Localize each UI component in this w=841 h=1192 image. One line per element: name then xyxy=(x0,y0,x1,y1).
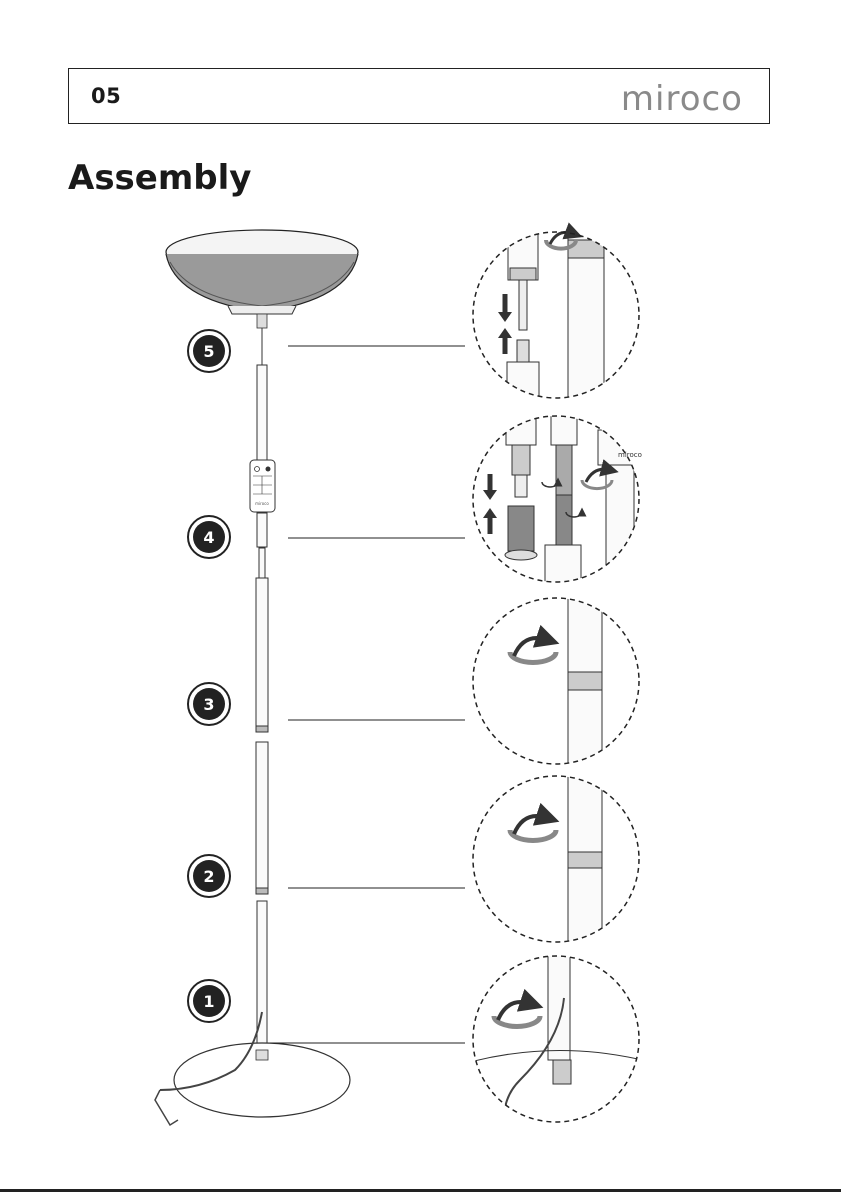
step-4-marker: 4 xyxy=(188,516,465,558)
lamp-pole xyxy=(256,328,268,1047)
step-1-marker: 1 xyxy=(188,980,465,1043)
step-3-marker: 3 xyxy=(188,683,465,725)
detail-remote-brand-text: miroco xyxy=(618,451,642,459)
step-5-number: 5 xyxy=(203,342,214,361)
lamp-base xyxy=(155,1012,350,1125)
step-3-number: 3 xyxy=(203,695,214,714)
detail-step-3 xyxy=(473,590,639,780)
step-2-number: 2 xyxy=(203,867,214,886)
step-2-marker: 2 xyxy=(188,855,465,897)
step-1-number: 1 xyxy=(203,992,214,1011)
step-5-marker: 5 xyxy=(188,330,465,372)
detail-step-5 xyxy=(473,225,639,415)
detail-step-1 xyxy=(470,950,642,1130)
lamp-head xyxy=(166,230,358,328)
step-4-number: 4 xyxy=(203,528,214,547)
remote-brand-text: miroco xyxy=(255,501,269,506)
remote-control: miroco xyxy=(250,460,275,512)
detail-step-2 xyxy=(473,770,639,958)
detail-step-4: miroco xyxy=(473,415,642,585)
